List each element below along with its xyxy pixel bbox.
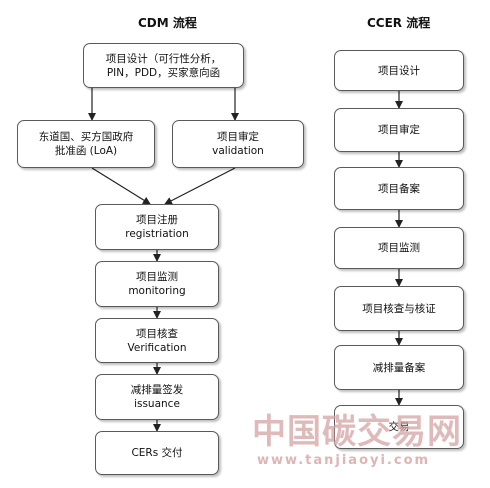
cdm-issuance-line2: issuance: [134, 398, 180, 410]
ccer-step-validation: 项目审定: [334, 108, 464, 152]
ccer-step-filing: 项目备案: [334, 167, 464, 210]
cdm-approval-line2: 批准函 (LoA): [54, 145, 118, 157]
cdm-title: CDM 流程: [138, 16, 197, 30]
ccer-step-label: 减排量备案: [372, 361, 426, 374]
cdm-approval-line1: 东道国、买方国政府: [38, 131, 134, 143]
ccer-title: CCER 流程: [367, 16, 431, 30]
ccer-step-emission-filing: 减排量备案: [334, 345, 464, 390]
watermark-chinese: 中国碳交易网: [252, 412, 462, 452]
arrow-approval-to-registration: [91, 167, 151, 205]
cdm-issuance-line1: 减排量签发: [130, 384, 184, 396]
cdm-step-registration: 项目注册 registriation: [95, 204, 219, 250]
cdm-registration-line2: registriation: [125, 228, 189, 240]
ccer-step-verification: 项目核查与核证: [334, 286, 464, 331]
cdm-step-monitoring: 项目监测 monitoring: [95, 261, 219, 307]
cdm-registration-line1: 项目注册: [136, 214, 178, 226]
cdm-validation-line2: validation: [212, 145, 264, 157]
cdm-validation-line1: 项目审定: [217, 131, 259, 143]
cdm-design-line2: PIN，PDD，买家意向函: [106, 66, 221, 79]
ccer-step-trading: 交易: [334, 405, 464, 449]
ccer-step-label: 项目设计: [378, 64, 420, 77]
cdm-verification-line2: Verification: [127, 341, 187, 354]
cdm-delivery-line1: CERs 交付: [131, 447, 183, 459]
ccer-step-label: 项目备案: [378, 182, 420, 195]
ccer-step-label: 项目审定: [378, 124, 420, 136]
cdm-step-design: 项目设计（可行性分析， PIN，PDD，买家意向函: [83, 43, 244, 88]
ccer-step-monitoring: 项目监测: [334, 227, 464, 269]
ccer-step-design: 项目设计: [334, 50, 464, 91]
cdm-step-approval: 东道国、买方国政府 批准函 (LoA): [17, 120, 155, 168]
cdm-monitoring-line2: monitoring: [128, 285, 186, 297]
cdm-step-validation: 项目审定 validation: [172, 120, 304, 168]
arrow-validation-to-registration: [164, 167, 236, 205]
ccer-step-label: 项目核查与核证: [362, 302, 436, 315]
cdm-design-line1: 项目设计（可行性分析，: [105, 52, 222, 65]
cdm-step-verification: 项目核查 Verification: [95, 318, 219, 363]
watermark-url: www.tanjiaoyi.com: [257, 453, 431, 468]
cdm-step-delivery: CERs 交付: [95, 431, 219, 475]
ccer-step-label: 项目监测: [378, 242, 420, 254]
cdm-monitoring-line1: 项目监测: [136, 271, 178, 283]
cdm-verification-line1: 项目核查: [136, 327, 178, 340]
cdm-step-issuance: 减排量签发 issuance: [95, 374, 219, 420]
ccer-step-label: 交易: [388, 421, 410, 433]
